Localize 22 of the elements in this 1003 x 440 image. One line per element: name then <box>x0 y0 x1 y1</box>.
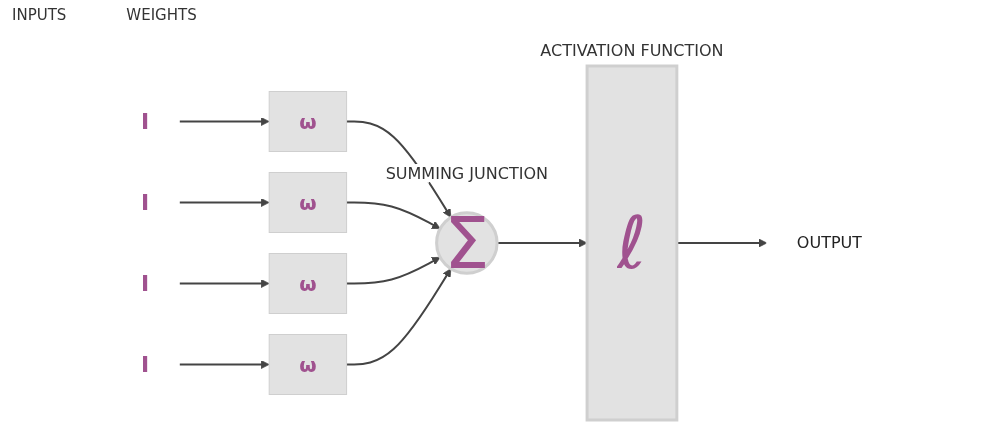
arrow <box>345 267 452 365</box>
node-text: I <box>140 351 150 377</box>
arrow <box>345 201 441 229</box>
arrow <box>345 256 441 284</box>
arrow <box>178 278 270 288</box>
node-box: ω <box>268 171 348 233</box>
arrow <box>178 197 270 207</box>
column-heading: INPUTS <box>12 6 67 26</box>
arrow <box>496 238 588 247</box>
node-text: I <box>140 108 150 134</box>
arrow <box>178 116 270 126</box>
node-box: ω <box>268 333 348 395</box>
column-heading: WEIGHTS <box>126 6 197 26</box>
node-text: I <box>140 270 150 296</box>
node-circle: Σ <box>435 210 499 275</box>
node-caption: ACTIVATION FUNCTION <box>540 40 724 60</box>
node-box: ω <box>268 90 348 152</box>
node-text: OUTPUT <box>796 232 863 252</box>
node-text: I <box>140 189 150 215</box>
arrow <box>345 120 452 218</box>
node-box: ω <box>268 252 348 314</box>
arrow <box>178 359 270 369</box>
